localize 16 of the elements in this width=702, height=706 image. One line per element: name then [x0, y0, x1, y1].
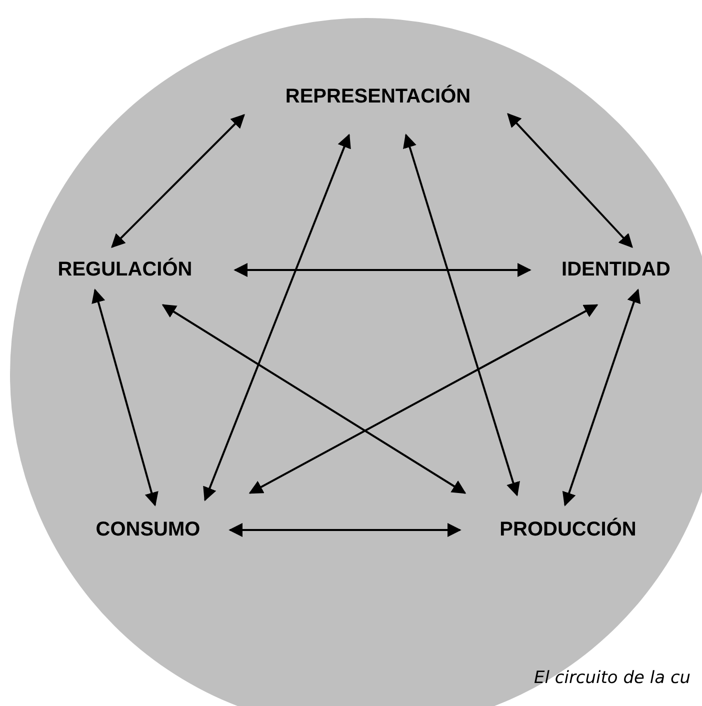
node-label: CONSUMO [96, 518, 200, 540]
arrow [162, 304, 466, 494]
arrow [228, 523, 462, 537]
arrow [562, 288, 641, 506]
arrow [234, 263, 532, 277]
node-label: PRODUCCIÓN [500, 518, 636, 540]
arrow [203, 134, 351, 502]
node-label: IDENTIDAD [562, 258, 670, 280]
arrow [248, 304, 598, 494]
caption: El circuito de la cu [534, 668, 691, 688]
node-label: REPRESENTACIÓN [285, 86, 471, 108]
arrow [507, 112, 633, 248]
node-label: REGULACIÓN [58, 258, 192, 280]
arrow [92, 288, 158, 506]
arrow [403, 134, 520, 496]
arrow [111, 114, 245, 248]
